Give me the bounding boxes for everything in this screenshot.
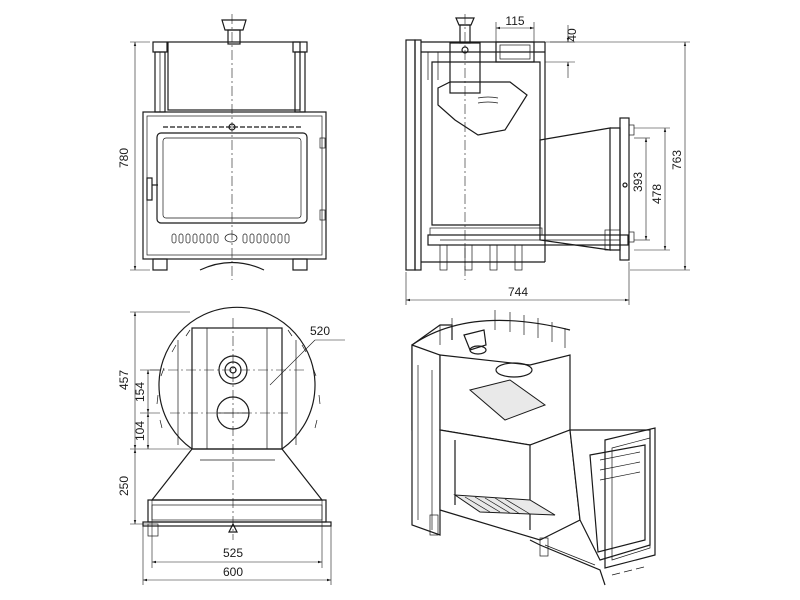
iso-grate bbox=[453, 494, 556, 516]
side-view bbox=[405, 14, 690, 305]
top-view bbox=[130, 306, 345, 585]
dim-top-total-width: 600 bbox=[223, 565, 243, 579]
dim-side-total-width: 744 bbox=[508, 285, 528, 299]
dim-front-height: 780 bbox=[117, 148, 131, 168]
isometric-cutaway bbox=[411, 310, 656, 586]
dim-top-depth-d: 250 bbox=[117, 476, 131, 496]
dim-side-inner-b: 478 bbox=[650, 184, 664, 204]
front-view bbox=[130, 14, 327, 280]
dim-top-inner-width: 525 bbox=[223, 546, 243, 560]
dim-side-total-height: 763 bbox=[670, 150, 684, 170]
dim-top-depth-c: 104 bbox=[133, 421, 147, 441]
dim-side-inner-a: 393 bbox=[631, 172, 645, 192]
dim-top-depth-a: 457 bbox=[117, 370, 131, 390]
air-slots-bottom bbox=[171, 233, 290, 244]
dim-side-top-width: 115 bbox=[505, 14, 524, 28]
dim-side-top-height: 40 bbox=[565, 28, 579, 42]
dim-top-depth-b: 154 bbox=[133, 382, 147, 402]
dim-top-diameter: 520 bbox=[310, 324, 330, 338]
